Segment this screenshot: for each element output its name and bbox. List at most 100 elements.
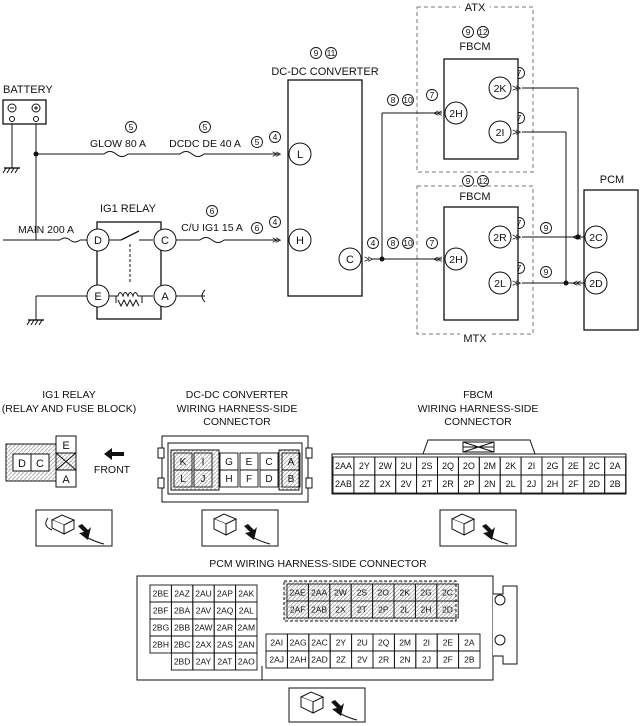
terminal-label: 2Z xyxy=(336,655,346,665)
relay-switch-icon xyxy=(120,230,140,241)
svg-text:7: 7 xyxy=(517,263,522,273)
svg-text:9: 9 xyxy=(544,223,549,233)
svg-text:2I: 2I xyxy=(496,127,505,139)
terminal-label: I xyxy=(202,457,205,468)
terminal-label: 2A xyxy=(610,461,621,471)
terminal-label: 2R xyxy=(442,479,454,489)
svg-text:A: A xyxy=(161,291,169,303)
terminal-label: 2AJ xyxy=(269,655,284,665)
terminal-label: 2K xyxy=(505,461,516,471)
ground-icon xyxy=(2,167,20,174)
terminal-label: 2AG xyxy=(290,638,307,648)
terminal-label: 2T xyxy=(422,479,433,489)
glow-fuse-label: GLOW 80 A xyxy=(90,138,146,150)
svg-text:2R: 2R xyxy=(493,232,507,244)
svg-text:A: A xyxy=(62,474,70,486)
mtx-label: MTX xyxy=(463,333,487,345)
svg-text:12: 12 xyxy=(478,176,488,186)
fbcm-atx-pin-2i xyxy=(488,120,512,144)
pcm-connector-title: PCM WIRING HARNESS-SIDE CONNECTOR xyxy=(209,558,427,570)
svg-text:8: 8 xyxy=(391,238,396,248)
terminal-label: 2AU xyxy=(195,589,212,599)
terminal-label: 2O xyxy=(378,588,390,598)
svg-text:≫: ≫ xyxy=(272,235,281,245)
battery-label: BATTERY xyxy=(3,84,53,96)
terminal-view-icon xyxy=(439,509,517,547)
terminal-label: 2BC xyxy=(174,640,191,650)
terminal-label: 2BB xyxy=(174,623,190,633)
terminal-cell xyxy=(193,469,213,488)
svg-text:12: 12 xyxy=(478,27,488,37)
terminal-view-icon xyxy=(288,687,366,723)
atx-label-text: ATX xyxy=(465,2,486,14)
terminal-label: 2Z xyxy=(359,479,370,489)
terminal-label: 2G xyxy=(420,588,431,598)
svg-text:≫: ≫ xyxy=(512,83,521,93)
fbcm-atx-pin-2h xyxy=(444,101,468,125)
terminal-label: 2J xyxy=(527,479,537,489)
terminal-label: 2AZ xyxy=(174,589,190,599)
terminal-label: 2K xyxy=(399,588,410,598)
svg-text:2H: 2H xyxy=(449,254,462,266)
svg-text:10: 10 xyxy=(403,238,413,248)
terminal-label: 2T xyxy=(357,605,367,615)
ig1-connector-title-2: (RELAY AND FUSE BLOCK) xyxy=(2,403,136,415)
terminal-label: 2Y xyxy=(359,461,370,471)
terminal-label: 2Q xyxy=(442,461,454,471)
terminal-label: 2V xyxy=(357,655,368,665)
terminal-label: 2V xyxy=(401,479,412,489)
terminal-label: 2AQ xyxy=(216,606,233,616)
svg-text:≪: ≪ xyxy=(572,232,581,242)
svg-text:9: 9 xyxy=(466,176,471,186)
terminal-label: 2R xyxy=(378,655,389,665)
svg-text:7: 7 xyxy=(517,218,522,228)
svg-text:≫: ≫ xyxy=(512,232,521,242)
terminal-label: 2AB xyxy=(311,605,327,615)
svg-text:4: 4 xyxy=(273,132,278,142)
fuse-cu-ig1-icon xyxy=(199,237,225,243)
terminal-label: 2BE xyxy=(153,589,169,599)
svg-text:2C: 2C xyxy=(589,232,603,244)
terminal-label: 2AW xyxy=(194,623,212,633)
terminal-label: 2H xyxy=(547,479,559,489)
svg-text:D: D xyxy=(94,235,102,247)
terminal-cell xyxy=(604,474,627,494)
main-fuse-label: MAIN 200 A xyxy=(18,224,74,236)
mtx-label-bg xyxy=(460,332,490,344)
terminal-label: 2X xyxy=(380,479,391,489)
terminal-cell xyxy=(281,469,301,488)
svg-text:5: 5 xyxy=(203,122,208,132)
terminal-label: 2I xyxy=(528,461,536,471)
dcdc-connector xyxy=(157,435,313,503)
svg-text:C: C xyxy=(161,235,169,247)
svg-text:≫: ≫ xyxy=(512,278,521,288)
svg-text:≪: ≪ xyxy=(433,108,442,118)
dcdc-pin-c xyxy=(338,247,362,271)
fuse-glow-icon xyxy=(103,151,129,157)
relay-coil-icon xyxy=(110,292,148,308)
dcdc-pin-l xyxy=(288,142,312,166)
terminal-label: A xyxy=(288,457,295,468)
ig1-connector-title-1: IG1 RELAY xyxy=(42,389,96,401)
fuse-main-icon xyxy=(59,237,81,243)
terminal-label: 2BA xyxy=(174,606,190,616)
fbcm-mtx-pin-2r xyxy=(488,225,512,249)
terminal-label: 2X xyxy=(335,605,346,615)
terminal-label: 2M xyxy=(483,461,496,471)
svg-text:7: 7 xyxy=(430,90,435,100)
fbcm-mtx-pin-2l xyxy=(488,271,512,295)
terminal-label: 2AA xyxy=(311,588,327,598)
terminal-label: B xyxy=(288,474,295,485)
terminal-label: 2S xyxy=(422,461,433,471)
svg-text:4: 4 xyxy=(273,217,278,227)
fbcm-connector-title-3: CONNECTOR xyxy=(444,416,512,428)
fbcm-mtx-title: FBCM xyxy=(459,191,490,203)
terminal-label: L xyxy=(180,474,186,485)
terminal-label: 2P xyxy=(463,479,474,489)
svg-text:2D: 2D xyxy=(589,278,603,290)
svg-text:E: E xyxy=(62,440,69,452)
terminal-label: 2G xyxy=(546,461,558,471)
terminal-label: D xyxy=(265,474,272,485)
